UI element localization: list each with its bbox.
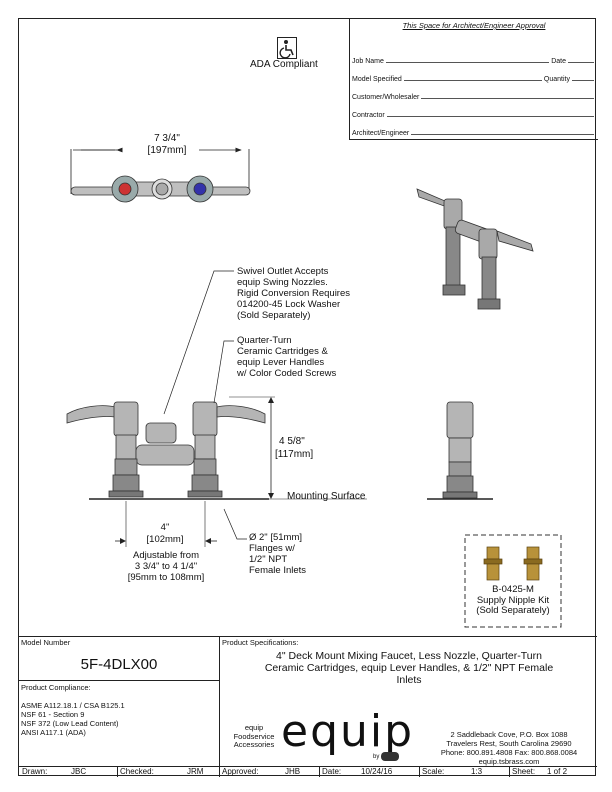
flange-1: Ø 2" [51mm] bbox=[249, 532, 302, 543]
top-view bbox=[70, 175, 251, 203]
iso-view bbox=[416, 188, 534, 310]
wheelchair-icon bbox=[277, 37, 297, 59]
flange-4: Female Inlets bbox=[249, 565, 307, 576]
customer-label: Customer/Wholesaler bbox=[352, 94, 420, 101]
flange-3: 1/2" NPT bbox=[249, 554, 288, 565]
drawn-value: JBC bbox=[71, 767, 87, 776]
job-name-label: Job Name bbox=[352, 58, 384, 65]
sheet-label: Sheet: bbox=[512, 767, 536, 776]
nipple-kit bbox=[483, 546, 543, 581]
flange-2: Flanges w/ bbox=[249, 543, 295, 554]
height-dim-mm: [117mm] bbox=[275, 449, 314, 460]
ts-logo-icon bbox=[381, 752, 399, 761]
equip-logo: equip bbox=[281, 706, 415, 757]
adjustable-1: Adjustable from bbox=[132, 550, 199, 561]
spec-text: 4" Deck Mount Mixing Faucet, Less Nozzle… bbox=[264, 650, 554, 686]
checked-label: Checked: bbox=[120, 767, 154, 776]
height-dim: 4 5/8" bbox=[279, 436, 305, 447]
approved-value: JHB bbox=[285, 767, 301, 776]
side-view bbox=[442, 401, 478, 499]
spec-label: Product Specifications: bbox=[222, 638, 299, 647]
contractor-label: Contractor bbox=[352, 112, 385, 119]
date-label: Date: bbox=[322, 767, 342, 776]
compliance-label: Product Compliance: bbox=[21, 683, 91, 692]
scale-label: Scale: bbox=[422, 767, 445, 776]
spec-sheet: ADA Compliant This Space for Architect/E… bbox=[18, 18, 598, 777]
scale-value: 1:3 bbox=[471, 767, 483, 776]
model-specified-label: Model Specified bbox=[352, 76, 402, 83]
center-dim-mm: [102mm] bbox=[146, 534, 184, 545]
architect-label: Architect/Engineer bbox=[352, 130, 410, 137]
width-dim-mm: [197mm] bbox=[147, 145, 187, 156]
width-dim: 7 3/4" bbox=[154, 133, 180, 144]
mounting-surface-label: Mounting Surface bbox=[287, 491, 366, 502]
adjustable-2: 3 3/4" to 4 1/4" bbox=[134, 561, 198, 572]
faucet-drawing bbox=[66, 147, 562, 628]
model-number: 5F-4DLX00 bbox=[80, 656, 158, 673]
ada-label: ADA Compliant bbox=[250, 59, 318, 70]
date-label: Date bbox=[551, 58, 566, 65]
checked-value: JRM bbox=[187, 767, 204, 776]
date-value: 10/24/16 bbox=[361, 767, 393, 776]
sheet-value: 1 of 2 bbox=[547, 767, 568, 776]
approved-label: Approved: bbox=[222, 767, 259, 776]
adjustable-3: [95mm to 108mm] bbox=[127, 572, 205, 583]
approval-block: This Space for Architect/Engineer Approv… bbox=[349, 19, 598, 140]
model-number-label: Model Number bbox=[21, 638, 71, 647]
quantity-label: Quantity bbox=[543, 76, 570, 83]
drawn-label: Drawn: bbox=[22, 767, 48, 776]
center-dim: 4" bbox=[160, 522, 170, 533]
info-table: Model Number 5F-4DLX00 Product Complianc… bbox=[19, 636, 597, 777]
approval-title: This Space for Architect/Engineer Approv… bbox=[402, 21, 546, 30]
brand-by: by bbox=[373, 754, 380, 760]
front-view bbox=[66, 401, 266, 498]
